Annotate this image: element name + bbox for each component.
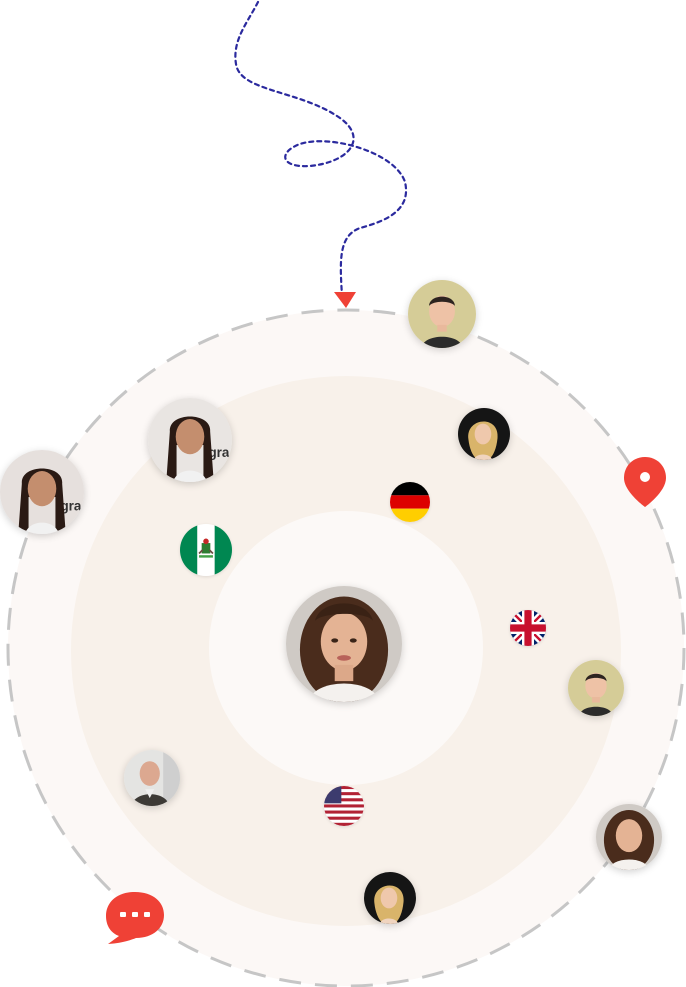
uk-flag-image xyxy=(510,610,546,646)
us-flag-icon[interactable] xyxy=(324,786,364,826)
avatar-curly-woman-lower-right-image xyxy=(596,804,662,870)
dotted-trail-line xyxy=(234,0,408,298)
avatar-curly-woman-lower-right[interactable] xyxy=(596,804,662,870)
avatar-blonde-woman-bottom[interactable] xyxy=(364,872,416,924)
us-flag-image xyxy=(324,786,364,826)
dashed-orbit xyxy=(6,308,686,987)
germany-flag-image xyxy=(390,482,430,522)
nigeria-flag-icon[interactable] xyxy=(180,524,232,576)
avatar-woman-braids-upper-image: gra xyxy=(148,398,232,482)
avatar-blonde-woman-upper-right[interactable] xyxy=(458,408,510,460)
uk-flag-icon[interactable] xyxy=(510,610,546,646)
avatar-woman-braids-left[interactable]: gra xyxy=(0,450,84,534)
avatar-center[interactable] xyxy=(286,586,402,702)
arrowhead-icon xyxy=(334,292,356,308)
avatar-woman-braids-upper[interactable]: gra xyxy=(148,398,232,482)
avatar-woman-braids-left-image: gra xyxy=(0,450,84,534)
avatar-blonde-woman-bottom-image xyxy=(364,872,416,924)
germany-flag-icon[interactable] xyxy=(390,482,430,522)
svg-text:gra: gra xyxy=(60,498,81,513)
avatar-center-image xyxy=(286,586,402,702)
avatar-man-right[interactable] xyxy=(568,660,624,716)
avatar-man-right-image xyxy=(568,660,624,716)
avatar-bald-man-lower-left-image xyxy=(124,750,180,806)
avatar-man-top[interactable] xyxy=(408,280,476,348)
avatar-bald-man-lower-left[interactable] xyxy=(124,750,180,806)
svg-text:gra: gra xyxy=(208,445,229,460)
avatar-blonde-woman-upper-right-image xyxy=(458,408,510,460)
nigeria-flag-image xyxy=(180,524,232,576)
avatar-man-top-image xyxy=(408,280,476,348)
